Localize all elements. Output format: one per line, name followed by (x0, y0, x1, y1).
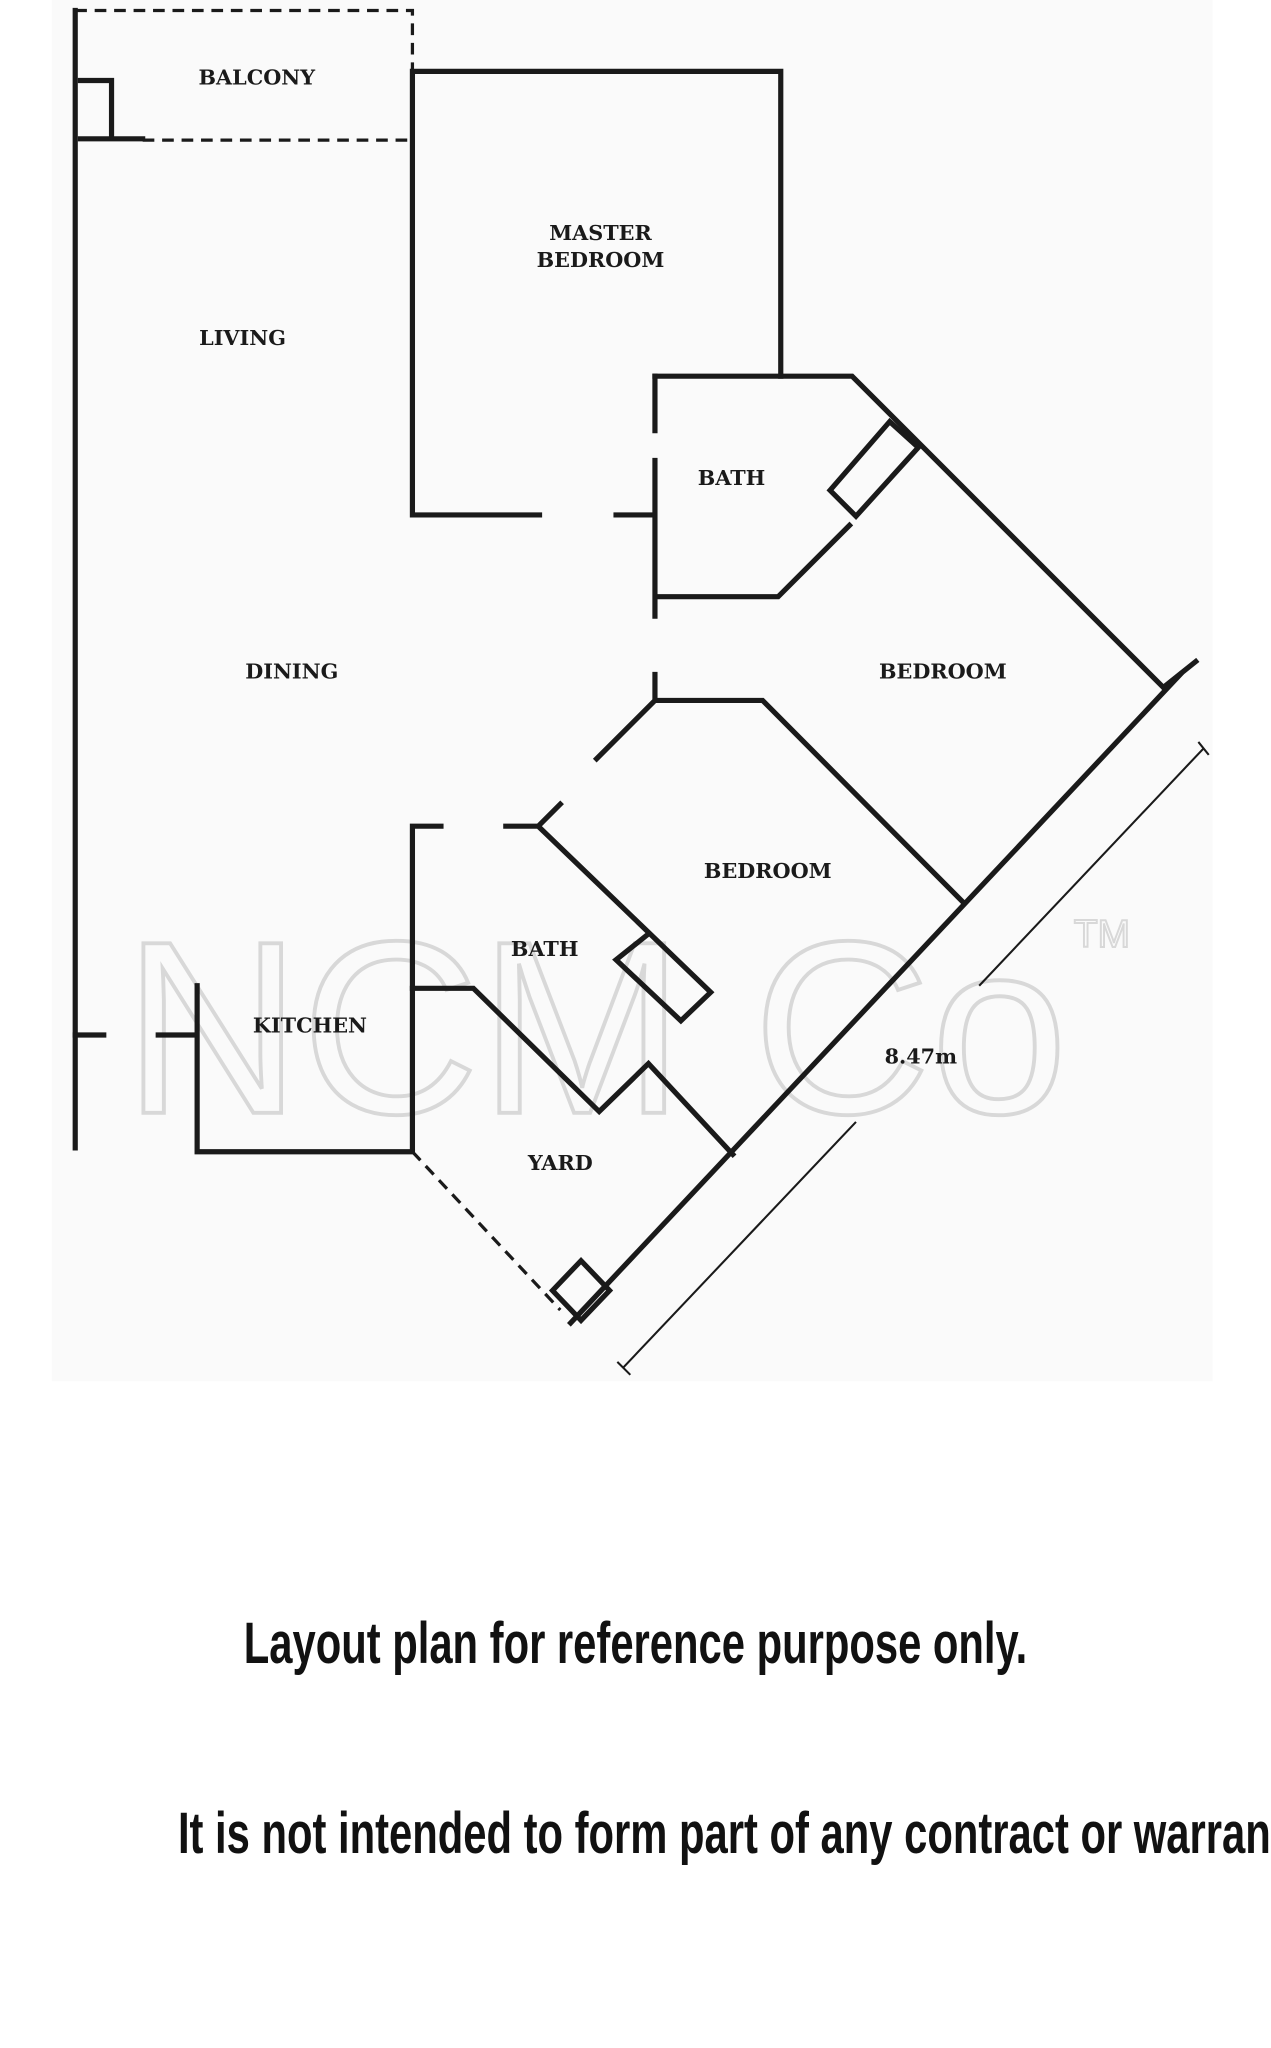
room-label-bath-lower: BATH (511, 937, 579, 961)
room-label-dining: DINING (245, 659, 338, 683)
room-label-yard: YARD (527, 1151, 593, 1175)
walls (72, 7, 1200, 1327)
room-labels: BALCONY MASTER BEDROOM LIVING DINING BAT… (198, 65, 1006, 1175)
disclaimer-line-1: Layout plan for reference purpose only. (243, 1611, 1028, 1676)
dimension-line: 8.47m (616, 741, 1210, 1376)
watermark-tm: TM (1074, 913, 1130, 956)
room-label-bath-upper: BATH (698, 466, 766, 490)
room-label-bedroom-lower: BEDROOM (704, 859, 832, 883)
dimension-label: 8.47m (885, 1045, 958, 1069)
room-label-master-bedroom: MASTER (549, 221, 652, 245)
room-label-balcony: BALCONY (198, 65, 315, 89)
plan-background (51, 0, 1213, 1382)
room-label-kitchen: KITCHEN (253, 1013, 367, 1037)
watermark-text: NCM Co (123, 891, 1068, 1166)
room-label-living: LIVING (199, 326, 286, 350)
disclaimer-line-2: It is not intended to form part of any c… (177, 1801, 1271, 1866)
room-label-bedroom-right: BEDROOM (879, 659, 1007, 683)
watermark: NCM Co TM (121, 889, 1131, 1168)
room-label-master-bedroom-2: BEDROOM (537, 248, 665, 272)
